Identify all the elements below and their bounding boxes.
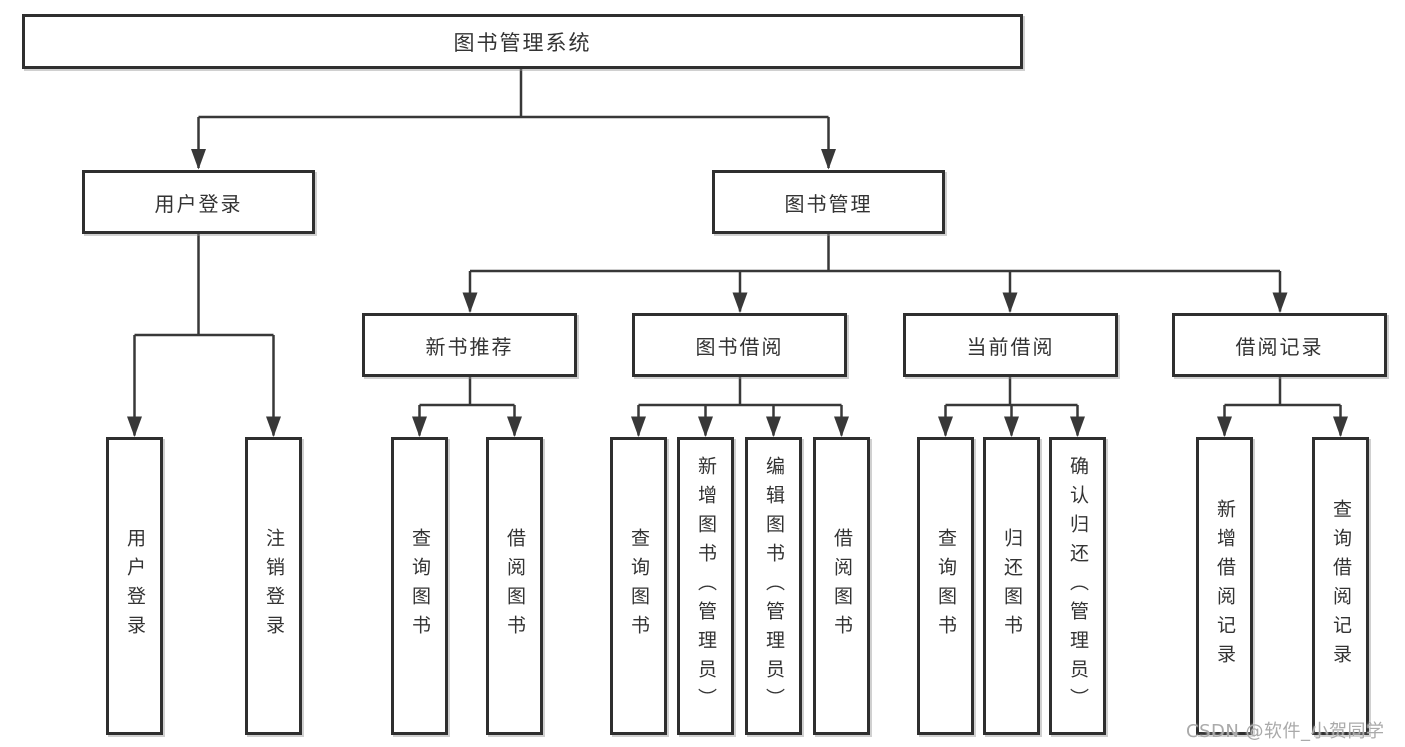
node-label: 借阅图书: [831, 528, 853, 644]
node-label: 查询图书: [935, 528, 957, 644]
leaf-query-books-borrowing: 查询图书: [610, 437, 667, 735]
leaf-borrow-books-recommend: 借阅图书: [486, 437, 543, 735]
node-user-login: 用户登录: [82, 170, 315, 234]
node-label: 编辑图书（管理员）: [763, 455, 785, 717]
leaf-query-books-current: 查询图书: [917, 437, 974, 735]
node-label: 查询图书: [409, 528, 431, 644]
node-label: 新增图书（管理员）: [695, 455, 717, 717]
node-current-borrowing: 当前借阅: [903, 313, 1118, 377]
node-new-book-recommendation: 新书推荐: [362, 313, 577, 377]
leaf-query-books-recommend: 查询图书: [391, 437, 448, 735]
node-label: 查询图书: [628, 528, 650, 644]
node-label: 图书管理: [784, 191, 873, 216]
node-label: 新书推荐: [425, 334, 514, 359]
node-label: 新增借阅记录: [1214, 499, 1236, 673]
node-label: 借阅记录: [1235, 334, 1324, 359]
node-label: 图书借阅: [695, 334, 784, 359]
node-book-borrowing: 图书借阅: [632, 313, 847, 377]
node-borrowing-records: 借阅记录: [1172, 313, 1387, 377]
node-label: 用户登录: [124, 528, 146, 644]
leaf-return-books: 归还图书: [983, 437, 1040, 735]
node-label: 归还图书: [1001, 528, 1023, 644]
node-label: 图书管理系统: [453, 30, 592, 55]
node-label: 当前借阅: [966, 334, 1055, 359]
node-label: 注销登录: [263, 528, 285, 644]
leaf-logout: 注销登录: [245, 437, 302, 735]
node-label: 查询借阅记录: [1330, 499, 1352, 673]
leaf-add-books-admin: 新增图书（管理员）: [677, 437, 734, 735]
leaf-user-login: 用户登录: [106, 437, 163, 735]
leaf-query-borrow-record: 查询借阅记录: [1312, 437, 1369, 735]
node-label: 确认归还（管理员）: [1067, 455, 1089, 717]
leaf-borrow-books-borrowing: 借阅图书: [813, 437, 870, 735]
leaf-add-borrow-record: 新增借阅记录: [1196, 437, 1253, 735]
leaf-confirm-return-admin: 确认归还（管理员）: [1049, 437, 1106, 735]
csdn-watermark: CSDN @软件_小贺同学: [1186, 721, 1385, 742]
node-book-management: 图书管理: [712, 170, 945, 234]
node-label: 用户登录: [154, 191, 243, 216]
leaf-edit-books-admin: 编辑图书（管理员）: [745, 437, 802, 735]
node-label: 借阅图书: [504, 528, 526, 644]
node-library-management-system: 图书管理系统: [22, 14, 1023, 69]
